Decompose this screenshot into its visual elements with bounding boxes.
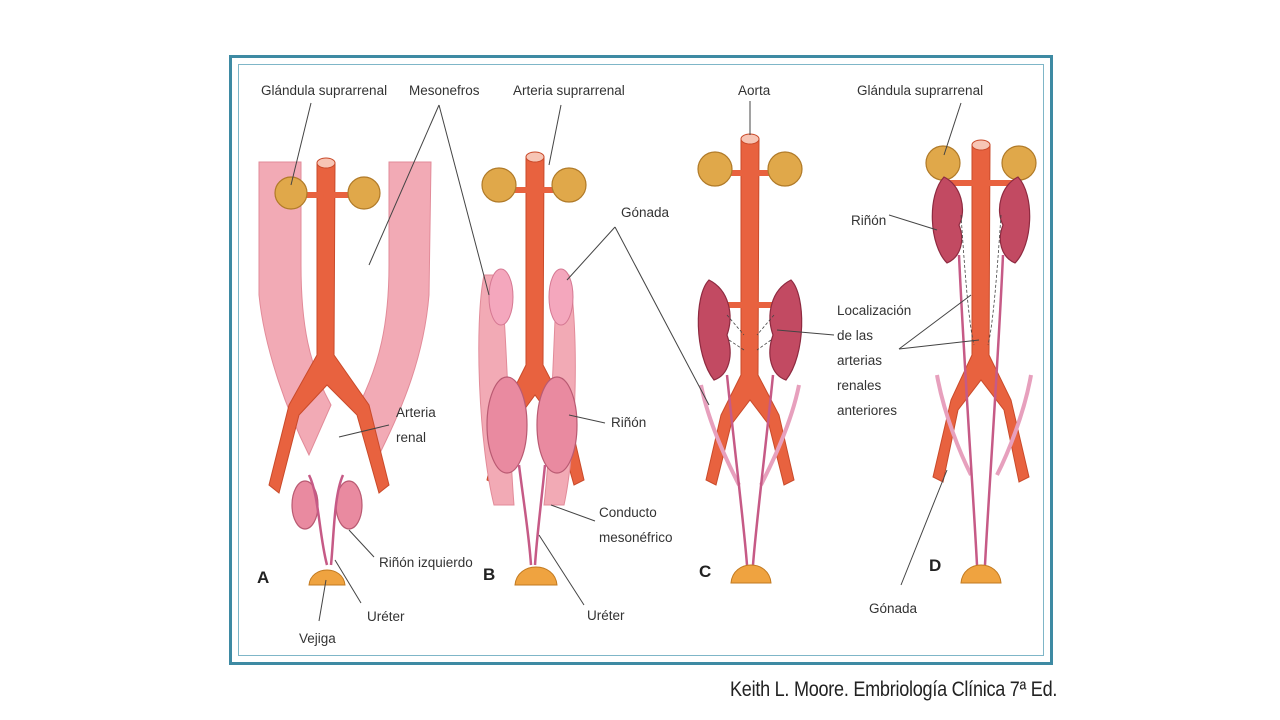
leader-lines — [290, 101, 980, 622]
figure-frame: Glándula suprarrenal Mesonefros Arteria … — [229, 55, 1053, 665]
kidney-right-d — [998, 176, 1031, 264]
leader-arteria-suprarrenal — [548, 104, 562, 166]
label-mesonefros: Mesonefros — [409, 83, 480, 98]
label-localizacion-5: anteriores — [837, 403, 897, 418]
leader-gonada-c — [614, 226, 710, 406]
label-localizacion-4: renales — [837, 378, 882, 393]
leader-gonada-d — [900, 469, 948, 586]
leader-mesonefros-a — [368, 104, 440, 266]
label-glandula-suprarrenal-a: Glándula suprarrenal — [261, 83, 387, 98]
gonad-right-d — [995, 374, 1033, 476]
kidney-left-d — [931, 176, 964, 264]
kidney-right-b — [536, 376, 578, 474]
bladder-b — [514, 566, 558, 586]
aorta-lumen-c — [740, 133, 760, 145]
leader-rinon-b — [568, 414, 606, 424]
leader-glandula-d — [943, 102, 962, 156]
adrenal-right-c — [767, 151, 803, 187]
label-arteria-renal-2: renal — [396, 430, 426, 445]
gonad-right-b — [548, 268, 574, 326]
gonad-left-b — [488, 268, 514, 326]
adrenal-right-d — [1001, 145, 1037, 181]
panel-d — [925, 139, 1037, 584]
label-glandula-suprarrenal-d: Glándula suprarrenal — [857, 83, 983, 98]
ureter-left-b — [517, 464, 533, 566]
bladder-c — [730, 564, 772, 584]
adrenal-left-c — [697, 151, 733, 187]
leader-mesonefros-b — [438, 104, 490, 296]
label-conducto-2: mesonéfrico — [599, 530, 673, 545]
ureter-right-b — [533, 464, 547, 566]
leader-arteria-renal — [338, 424, 390, 438]
label-rinon-izquierdo: Riñón izquierdo — [379, 555, 473, 570]
adrenal-right-b — [551, 167, 587, 203]
label-arteria-suprarrenal: Arteria suprarrenal — [513, 83, 625, 98]
leader-localizacion-d2 — [898, 339, 980, 350]
panel-b — [478, 151, 587, 586]
leader-ureter-b — [538, 534, 585, 606]
panel-letter-a: A — [257, 568, 269, 587]
aorta-shape-c — [705, 138, 795, 486]
panel-letter-d: D — [929, 556, 941, 575]
ureter-right-c — [751, 374, 775, 566]
leader-rinon-d — [888, 214, 938, 231]
label-gonada-d: Gónada — [869, 601, 918, 616]
panel-letter-b: B — [483, 565, 495, 584]
kidney-left-b — [486, 376, 528, 474]
leader-vejiga — [318, 579, 327, 622]
bladder-d — [960, 564, 1002, 584]
label-ureter-a: Uréter — [367, 609, 405, 624]
panel-c — [697, 133, 803, 584]
panel-a — [258, 157, 432, 586]
adrenal-left — [274, 176, 308, 210]
label-rinon-b: Riñón — [611, 415, 646, 430]
kidney-left-c — [697, 279, 731, 381]
dashed-vessels-d — [960, 214, 1002, 346]
label-vejiga: Vejiga — [299, 631, 336, 646]
ureter-left-c — [725, 374, 749, 566]
aorta-lumen-b — [525, 151, 545, 163]
label-aorta: Aorta — [738, 83, 771, 98]
leader-gonada-b — [566, 226, 616, 281]
gonad-right-c — [759, 384, 801, 486]
label-conducto-1: Conducto — [599, 505, 657, 520]
labels: Glándula suprarrenal Mesonefros Arteria … — [261, 83, 983, 646]
label-rinon-d: Riñón — [851, 213, 886, 228]
leader-localizacion-d1 — [898, 294, 972, 350]
adrenal-left-d — [925, 145, 961, 181]
kidney-right-c — [769, 279, 803, 381]
ureter-left-a — [307, 474, 329, 566]
leader-ureter-a — [334, 559, 362, 604]
label-arteria-renal-1: Arteria — [396, 405, 436, 420]
label-localizacion-2: de las — [837, 328, 873, 343]
leader-glandula-a — [290, 102, 312, 186]
label-ureter-b: Uréter — [587, 608, 625, 623]
label-localizacion-3: arterias — [837, 353, 882, 368]
aorta-lumen — [316, 157, 336, 169]
aorta-shape-a — [268, 162, 390, 494]
aorta-lumen-d — [971, 139, 991, 151]
ureter-left-d — [957, 254, 979, 566]
ureter-right-d — [983, 254, 1005, 566]
leader-rinon-izquierdo — [348, 529, 375, 558]
gonad-left-d — [935, 374, 973, 476]
panel-letter-c: C — [699, 562, 711, 581]
leader-localizacion-c — [776, 329, 835, 336]
adrenal-left-b — [481, 167, 517, 203]
gonad-left-c — [699, 384, 741, 486]
label-gonada-b: Gónada — [621, 205, 670, 220]
bladder-a — [308, 569, 346, 586]
figure-inner: Glándula suprarrenal Mesonefros Arteria … — [238, 64, 1044, 656]
leader-conducto — [550, 504, 596, 522]
ureter-right-a — [329, 474, 345, 566]
adrenal-right — [347, 176, 381, 210]
citation: Keith L. Moore. Embriología Clínica 7ª E… — [730, 678, 1058, 701]
label-localizacion-1: Localización — [837, 303, 911, 318]
embryology-diagram: Glándula suprarrenal Mesonefros Arteria … — [257, 83, 1037, 646]
panel-letters: A B C D — [257, 556, 941, 587]
